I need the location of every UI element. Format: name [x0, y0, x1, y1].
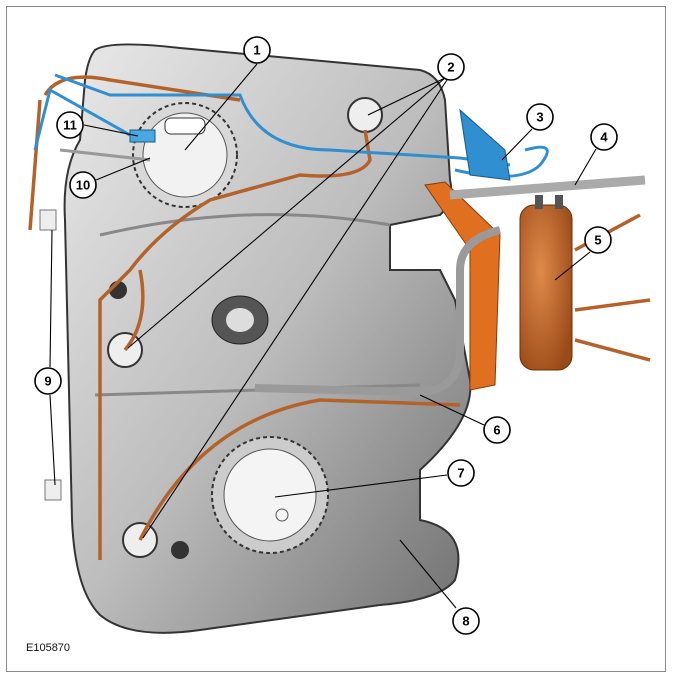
svg-text:2: 2 [447, 60, 454, 75]
callout-2: 2 [437, 53, 465, 81]
svg-text:8: 8 [462, 614, 469, 629]
callout-5: 5 [584, 226, 612, 254]
svg-text:7: 7 [457, 466, 464, 481]
filler-pipe [449, 175, 646, 200]
fuel-pump-module [132, 102, 238, 208]
svg-text:3: 3 [536, 110, 543, 125]
fuel-supply-line [59, 148, 151, 162]
callout-8: 8 [452, 607, 480, 635]
svg-text:4: 4 [600, 130, 608, 145]
quick-connect [129, 129, 156, 143]
svg-text:5: 5 [594, 233, 601, 248]
svg-text:6: 6 [493, 423, 500, 438]
callout-3: 3 [526, 103, 554, 131]
callout-4: 4 [590, 123, 618, 151]
svg-text:11: 11 [63, 118, 77, 133]
diagram-frame [6, 6, 666, 672]
callout-1: 1 [243, 36, 271, 64]
evap-canister [519, 195, 573, 371]
svg-text:10: 10 [76, 178, 90, 193]
fuel-level-sender [211, 436, 329, 554]
callout-6: 6 [483, 416, 511, 444]
callout-10: 10 [69, 171, 97, 199]
svg-text:9: 9 [44, 374, 51, 389]
vapor-valve [459, 108, 511, 181]
figure-reference: E105870 [26, 642, 71, 654]
vapor-tube [254, 226, 502, 397]
leader-lines [49, 63, 597, 609]
svg-text:1: 1 [253, 43, 260, 58]
strap-mount [39, 209, 57, 231]
callout-7: 7 [447, 459, 475, 487]
callout-11: 11 [56, 111, 84, 139]
callout-9: 9 [34, 367, 62, 395]
